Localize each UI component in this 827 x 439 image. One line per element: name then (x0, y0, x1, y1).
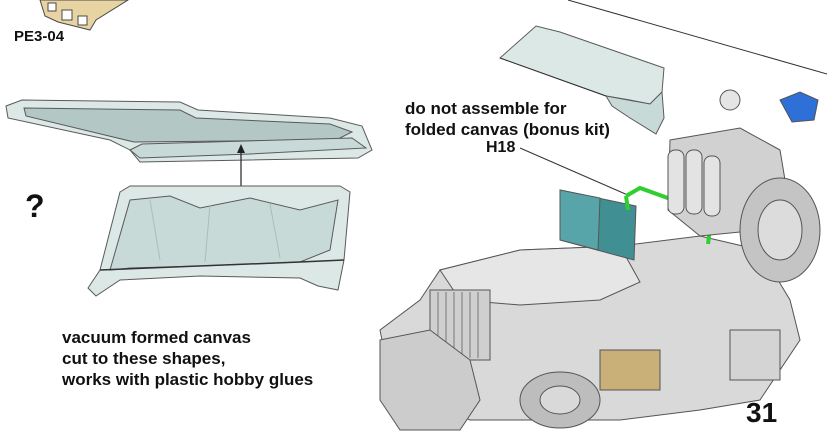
question-mark: ? (25, 188, 45, 224)
photoetch-part-pe3-04 (39, 0, 129, 31)
callout-line (567, 0, 827, 75)
assembly-note-line-1: do not assemble for (405, 99, 567, 118)
canvas-note-line-1: vacuum formed canvas (62, 328, 251, 347)
folded-canvas-piece (499, 25, 665, 135)
canvas-note-line-2: cut to these shapes, (62, 349, 226, 368)
assembly-note: do not assemble for folded canvas (bonus… (405, 98, 610, 140)
part-ref-label: PE3-04 (14, 28, 65, 45)
part-callout-label: H18 (486, 139, 516, 156)
canvas-roof-piece (5, 99, 373, 163)
page-number: 31 (746, 397, 778, 428)
assembly-note-line-2: folded canvas (bonus kit) (405, 120, 610, 139)
canvas-side-piece (87, 185, 351, 297)
canvas-note-line-3: works with plastic hobby glues (62, 370, 314, 389)
fit-arrow (237, 144, 245, 186)
h18-leader-line (519, 147, 631, 197)
halftrack-vehicle (379, 89, 821, 431)
canvas-instruction-note: vacuum formed canvas cut to these shapes… (62, 327, 313, 390)
